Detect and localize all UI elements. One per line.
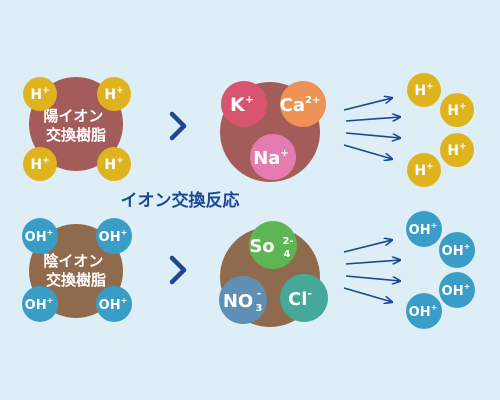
- oh-ion: OH+: [439, 272, 475, 308]
- h-ion: H+: [97, 77, 131, 111]
- k-ion: K+: [221, 81, 267, 127]
- cation-row: 陽イオン 交換樹脂 H+ H+ H+ H+ K+: [23, 73, 474, 187]
- svg-text:OH+: OH+: [25, 296, 54, 313]
- cl-ion: Cl-: [280, 274, 328, 322]
- svg-text:H+: H+: [414, 162, 433, 179]
- svg-text:H+: H+: [30, 156, 49, 173]
- anion-resin-label: 陰イオン 交換樹脂: [43, 252, 108, 289]
- released-oh-ions: OH+ OH+ OH+ OH+: [406, 211, 475, 329]
- h-ion: H+: [440, 133, 474, 167]
- svg-text:Cl-: Cl-: [288, 287, 312, 310]
- svg-text:OH+: OH+: [409, 221, 438, 238]
- anion-resin-ions: OH+ OH+ OH+ OH+: [22, 218, 132, 322]
- oh-ion: OH+: [22, 218, 58, 254]
- svg-text:H+: H+: [447, 142, 466, 159]
- diagram-title: イオン交換反応: [121, 190, 240, 211]
- h-ion: H+: [407, 73, 441, 107]
- so4-ion: So 2- 4: [249, 221, 297, 269]
- svg-text:4: 4: [284, 249, 291, 260]
- svg-text:OH+: OH+: [409, 303, 438, 320]
- svg-text:H+: H+: [30, 86, 49, 103]
- chevron-right-icon: [169, 255, 187, 285]
- svg-text:OH+: OH+: [25, 228, 54, 245]
- svg-text:OH+: OH+: [442, 242, 471, 259]
- cation-resin-label: 陽イオン 交換樹脂: [43, 107, 108, 144]
- svg-text:Ca2+: Ca2+: [280, 95, 321, 116]
- svg-text:OH+: OH+: [442, 282, 471, 299]
- anion-row: 陰イオン 交換樹脂 OH+ OH+ OH+ OH+: [22, 211, 475, 329]
- chevron-right-icon: [169, 111, 187, 141]
- svg-text:-: -: [257, 287, 262, 300]
- svg-text:OH+: OH+: [99, 228, 128, 245]
- oh-ion: OH+: [96, 286, 132, 322]
- oh-ion: OH+: [96, 218, 132, 254]
- svg-text:2-: 2-: [282, 236, 293, 247]
- oh-ion: OH+: [439, 232, 475, 268]
- oh-ion: OH+: [406, 293, 442, 329]
- ca-ion: Ca2+: [280, 81, 326, 127]
- svg-text:H+: H+: [104, 86, 123, 103]
- svg-text:K+: K+: [230, 93, 254, 116]
- svg-text:OH+: OH+: [99, 296, 128, 313]
- svg-text:Na+: Na+: [253, 148, 289, 169]
- released-h-ions: H+ H+ H+ H+: [407, 73, 474, 187]
- na-ion: Na+: [250, 134, 296, 180]
- svg-text:H+: H+: [447, 102, 466, 119]
- svg-text:3: 3: [256, 303, 263, 314]
- cation-resin-ions: H+ H+ H+ H+: [23, 77, 131, 181]
- oh-ion: OH+: [22, 286, 58, 322]
- no3-ion: NO - 3: [219, 276, 267, 324]
- release-arrows: [343, 98, 400, 159]
- svg-text:H+: H+: [104, 156, 123, 173]
- h-ion: H+: [23, 147, 57, 181]
- release-arrows: [343, 240, 400, 302]
- oh-ion: OH+: [406, 211, 442, 247]
- h-ion: H+: [407, 153, 441, 187]
- svg-text:H+: H+: [414, 82, 433, 99]
- h-ion: H+: [23, 77, 57, 111]
- h-ion: H+: [97, 147, 131, 181]
- svg-text:NO: NO: [223, 291, 253, 312]
- h-ion: H+: [440, 93, 474, 127]
- svg-text:So: So: [249, 236, 274, 257]
